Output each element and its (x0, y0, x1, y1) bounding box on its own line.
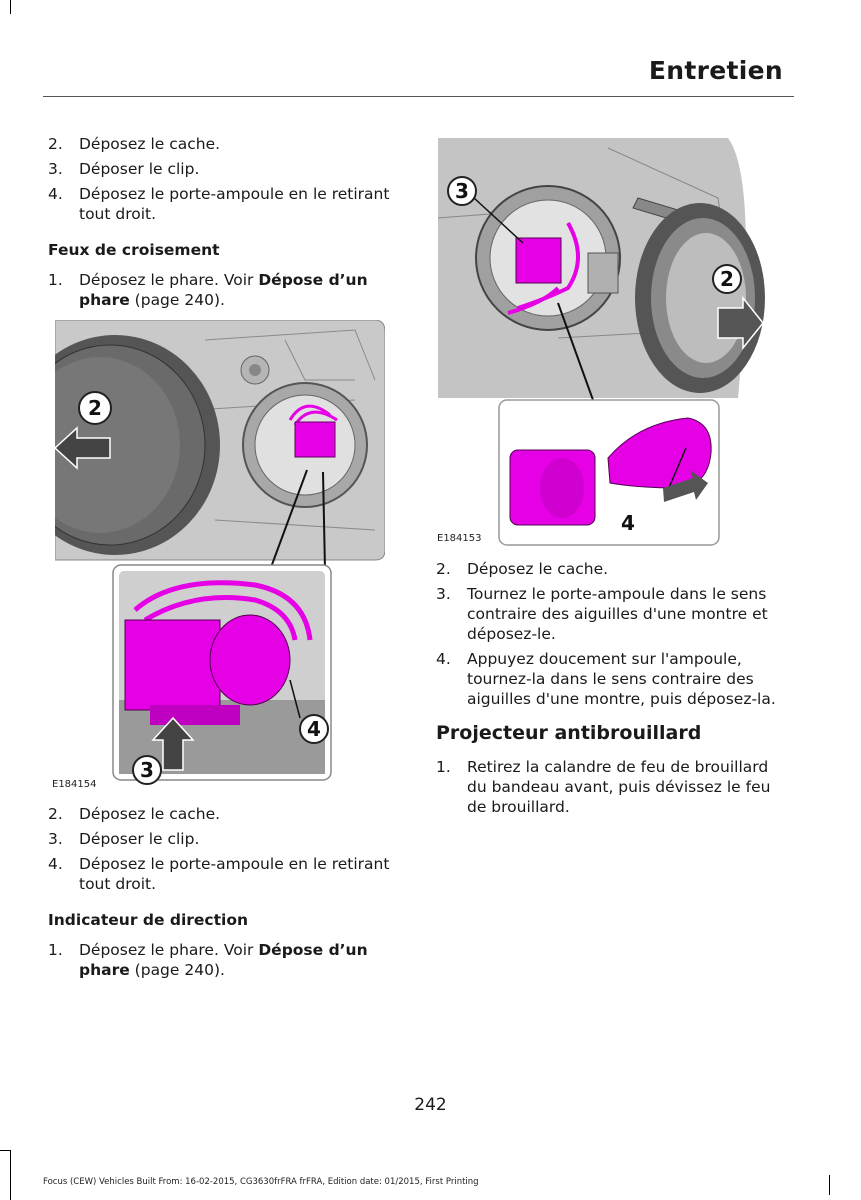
page-number: 242 (414, 1095, 447, 1115)
left-column-bottom: 2.Déposez le cache. 3.Déposer le clip. 4… (48, 804, 398, 985)
section-heading: Projecteur antibrouillard (436, 722, 702, 744)
figure-id: E184153 (437, 533, 482, 544)
section-heading: Feux de croisement (48, 241, 220, 259)
left-column-top: 2.Déposez le cache. 3.Déposer le clip. 4… (48, 134, 398, 315)
list-item: 2.Déposez le cache. (48, 805, 221, 823)
right-column: 2.Déposez le cache. 3.Tournez le porte-a… (436, 559, 792, 822)
crop-mark-bottom-left-h (0, 1150, 10, 1151)
list-item: 2.Déposez le cache. (48, 135, 221, 153)
list-item: 3.Déposer le clip. (48, 830, 200, 848)
callout-2: 2 (720, 267, 734, 291)
cross-reference-link[interactable]: Dépose d’un phare (79, 271, 368, 309)
headlamp-low-beam-figure: 2 4 3 (55, 320, 385, 785)
crop-mark-top-left (10, 0, 11, 14)
list-item: 1.Retirez la calandre de feu de brouilla… (436, 758, 771, 816)
crop-mark-bottom-left (10, 1150, 11, 1200)
section-heading: Indicateur de direction (48, 911, 249, 929)
callout-2: 2 (88, 396, 102, 420)
callout-3: 3 (140, 758, 154, 782)
list-item: 4.Appuyez doucement sur l'ampoule, tourn… (436, 650, 776, 708)
cross-reference-link[interactable]: Dépose d’un phare (79, 941, 368, 979)
footer-text: Focus (CEW) Vehicles Built From: 16-02-2… (43, 1177, 479, 1187)
figure-id: E184154 (52, 779, 97, 790)
callout-4: 4 (307, 717, 321, 741)
callout-4: 4 (621, 511, 635, 535)
list-item: 2.Déposez le cache. (436, 560, 609, 578)
crop-mark-bottom-right (829, 1175, 830, 1195)
list-item: 3.Déposer le clip. (48, 160, 200, 178)
list-item: 3.Tournez le porte-ampoule dans le sens … (436, 585, 768, 643)
list-item: 1.Déposez le phare. Voir Dépose d’un pha… (48, 941, 368, 979)
list-item: 1.Déposez le phare. Voir Dépose d’un pha… (48, 271, 368, 309)
header-rule (43, 96, 794, 97)
list-item: 4.Déposez le porte-ampoule en le retiran… (48, 855, 390, 893)
list-item: 4.Déposez le porte-ampoule en le retiran… (48, 185, 390, 223)
headlamp-bulb-figure: 3 2 4 (438, 138, 765, 546)
page-title: Entretien (648, 56, 783, 85)
callout-3: 3 (455, 179, 469, 203)
